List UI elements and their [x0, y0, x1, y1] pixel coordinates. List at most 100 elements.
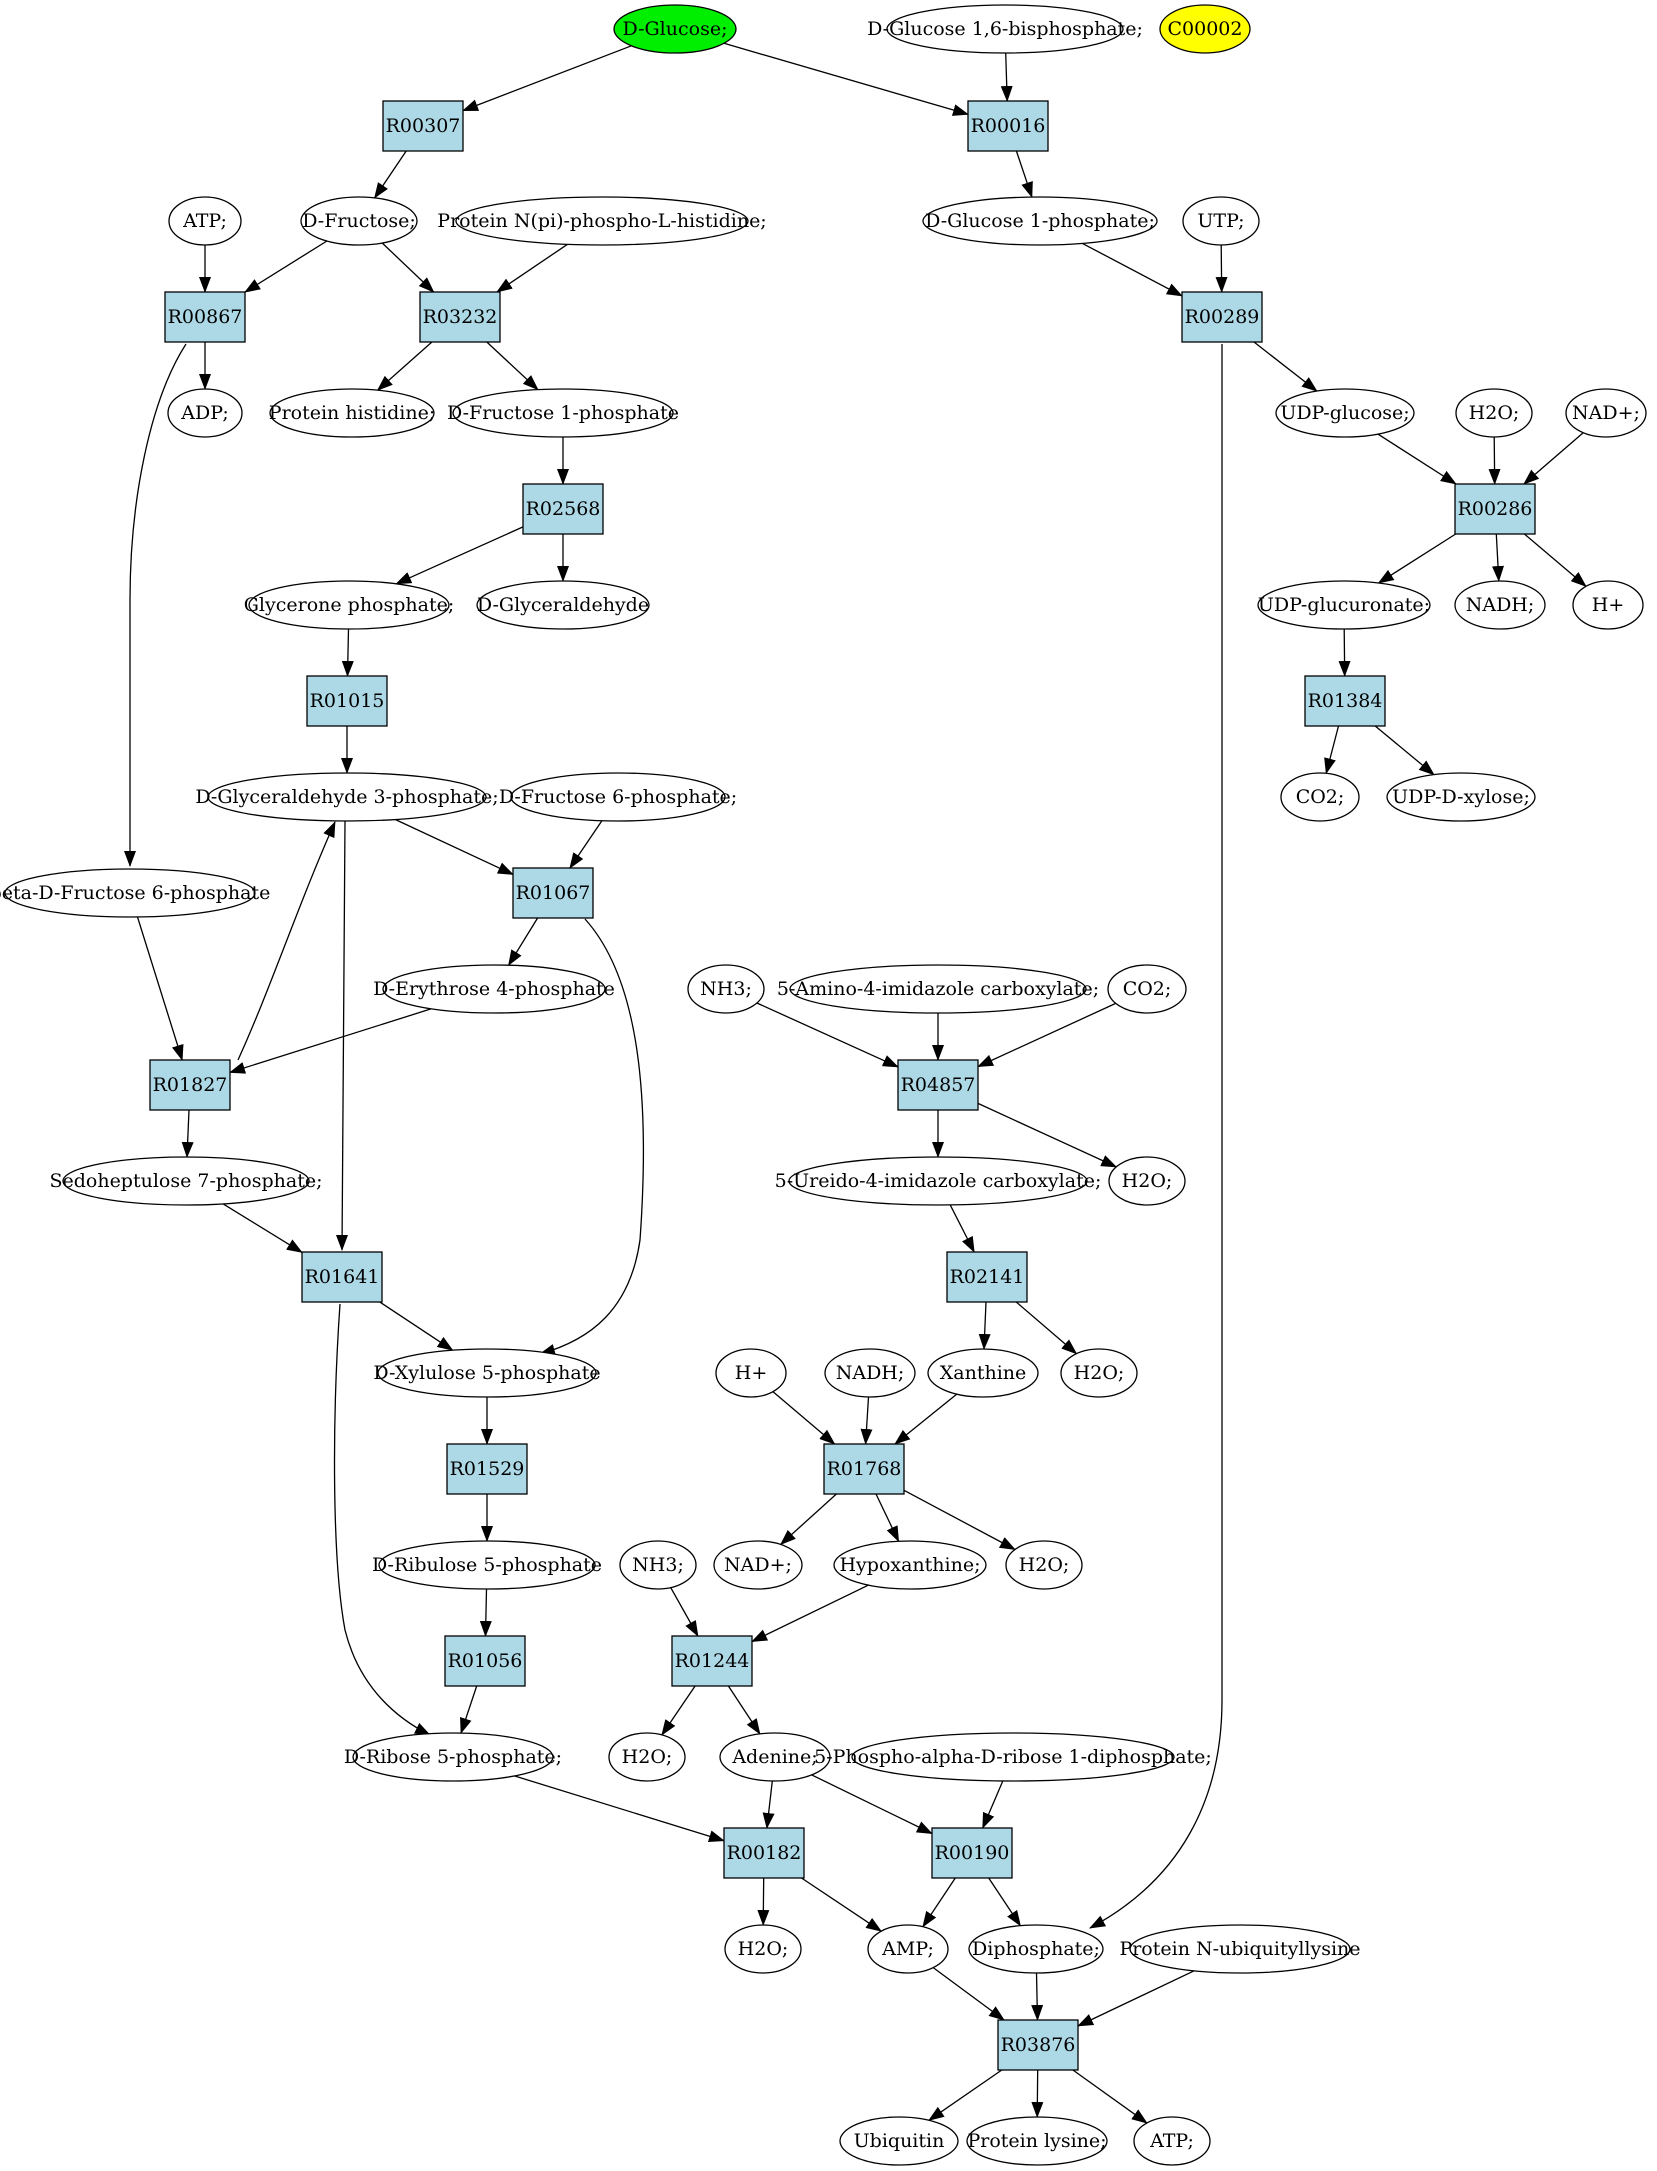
- reaction-node-r01827[interactable]: R01827: [149, 1059, 231, 1111]
- compound-node-ppi[interactable]: Diphosphate;: [968, 1924, 1104, 1974]
- compound-node-h2o_c[interactable]: H2O;: [1060, 1348, 1138, 1398]
- compound-node-h2o_e[interactable]: H2O;: [608, 1732, 686, 1782]
- edge-r00289-to-ppi: [1089, 344, 1223, 1929]
- compound-node-g3p[interactable]: D-Glyceraldehyde 3-phosphate;: [195, 772, 499, 822]
- compound-node-dglya[interactable]: D-Glyceraldehyde: [476, 580, 650, 630]
- compound-node-nadh_a[interactable]: NADH;: [1454, 580, 1546, 630]
- reaction-node-r01244[interactable]: R01244: [671, 1635, 753, 1687]
- compound-node-xan[interactable]: Xanthine: [927, 1348, 1039, 1398]
- edge-r00182-to-h2o_f: [757, 1877, 770, 1926]
- compound-node-nadh_b[interactable]: NADH;: [824, 1348, 916, 1398]
- compound-node-h2o_f[interactable]: H2O;: [724, 1924, 802, 1974]
- compound-node-ru5p[interactable]: D-Ribulose 5-phosphate: [372, 1540, 602, 1590]
- compound-node-h2o_b[interactable]: H2O;: [1108, 1156, 1186, 1206]
- compound-node-ade[interactable]: Adenine;: [719, 1732, 831, 1782]
- reaction-node-r01384[interactable]: R01384: [1304, 675, 1386, 727]
- reaction-node-r00190[interactable]: R00190: [931, 1827, 1013, 1879]
- compound-ellipse: [1257, 580, 1431, 630]
- compound-node-bf6p[interactable]: beta-D-Fructose 6-phosphate: [0, 868, 270, 918]
- compound-node-hp_b[interactable]: H+: [715, 1348, 787, 1398]
- compound-node-atp2[interactable]: ATP;: [1133, 2116, 1211, 2166]
- reaction-box: [967, 100, 1049, 152]
- edge-nadh_b-to-r01768: [860, 1396, 873, 1445]
- node-label: Hypoxanthine;: [839, 1554, 980, 1576]
- reaction-node-r02141[interactable]: R02141: [946, 1251, 1028, 1303]
- edge-udpglc-to-r00286: [1377, 433, 1457, 485]
- compound-node-aica[interactable]: 5-Amino-4-imidazole carboxylate;: [777, 964, 1099, 1014]
- compound-node-pnub[interactable]: Protein N-ubiquityllysine: [1119, 1924, 1361, 1974]
- reaction-node-r00182[interactable]: R00182: [723, 1827, 805, 1879]
- compound-node-prpp[interactable]: 5-Phospho-alpha-D-ribose 1-diphosphate;: [814, 1732, 1212, 1782]
- compound-node-utp[interactable]: UTP;: [1182, 196, 1260, 246]
- edge-r00286-to-udpgca: [1377, 533, 1457, 584]
- compound-node-ubq[interactable]: Ubiquitin: [839, 2116, 959, 2166]
- node-label: R04857: [901, 1074, 976, 1096]
- compound-node-uica[interactable]: 5-Ureido-4-imidazole carboxylate;: [775, 1156, 1102, 1206]
- compound-node-glyp[interactable]: Glycerone phosphate;: [244, 580, 455, 630]
- compound-node-c00002[interactable]: C00002: [1159, 4, 1251, 54]
- reaction-node-r04857[interactable]: R04857: [897, 1059, 979, 1111]
- compound-node-nh3_a[interactable]: NH3;: [687, 964, 765, 1014]
- compound-node-nh3_b[interactable]: NH3;: [619, 1540, 697, 1590]
- compound-node-co2_a[interactable]: CO2;: [1280, 772, 1360, 822]
- node-label: Protein lysine;: [967, 2130, 1106, 2152]
- compound-node-glc[interactable]: D-Glucose;: [613, 4, 737, 54]
- compound-node-phis[interactable]: Protein histidine;: [269, 388, 435, 438]
- node-label: Protein histidine;: [269, 402, 435, 424]
- node-label: Xanthine: [940, 1362, 1027, 1384]
- compound-node-s7p[interactable]: Sedoheptulose 7-phosphate;: [49, 1156, 323, 1206]
- compound-node-pnhis[interactable]: Protein N(pi)-phospho-L-histidine;: [437, 196, 767, 246]
- compound-node-udpglc[interactable]: UDP-glucose;: [1275, 388, 1415, 438]
- compound-node-hyp[interactable]: Hypoxanthine;: [833, 1540, 987, 1590]
- node-label: R01641: [305, 1266, 380, 1288]
- compound-node-f6p[interactable]: D-Fructose 6-phosphate;: [499, 772, 737, 822]
- reaction-node-r00289[interactable]: R00289: [1181, 291, 1263, 343]
- compound-node-nadp_b[interactable]: NAD+;: [713, 1540, 803, 1590]
- compound-node-plys[interactable]: Protein lysine;: [966, 2116, 1108, 2166]
- node-label: R00182: [727, 1842, 802, 1864]
- compound-ellipse: [168, 196, 242, 246]
- compound-node-atp1[interactable]: ATP;: [168, 196, 242, 246]
- reaction-node-r02568[interactable]: R02568: [522, 483, 604, 535]
- compound-ellipse: [455, 196, 749, 246]
- compound-node-fru1p[interactable]: D-Fructose 1-phosphate: [447, 388, 679, 438]
- edge-xan-to-r01768: [894, 1393, 958, 1445]
- node-label: R00867: [168, 306, 243, 328]
- compound-node-fru[interactable]: D-Fructose;: [300, 196, 418, 246]
- compound-node-r5p[interactable]: D-Ribose 5-phosphate;: [344, 1732, 562, 1782]
- edge-r01641-to-r5p: [333, 1303, 431, 1736]
- compound-node-glc1p[interactable]: D-Glucose 1-phosphate;: [922, 196, 1158, 246]
- compound-node-glc16bp[interactable]: D-Glucose 1,6-bisphosphate;: [867, 4, 1143, 54]
- node-label: R01827: [153, 1074, 228, 1096]
- node-label: Protein N-ubiquityllysine: [1119, 1938, 1360, 1960]
- reaction-node-r00286[interactable]: R00286: [1454, 483, 1536, 535]
- compound-node-h2o_d[interactable]: H2O;: [1005, 1540, 1083, 1590]
- reaction-node-r03876[interactable]: R03876: [997, 2019, 1079, 2071]
- reaction-node-r00016[interactable]: R00016: [967, 100, 1049, 152]
- node-label: R01015: [310, 690, 385, 712]
- compound-node-e4p[interactable]: D-Erythrose 4-phosphate: [373, 964, 615, 1014]
- compound-node-nadp_a[interactable]: NAD+;: [1565, 388, 1647, 438]
- compound-node-udpgca[interactable]: UDP-glucuronate;: [1257, 580, 1431, 630]
- reaction-node-r00867[interactable]: R00867: [164, 291, 246, 343]
- edge-ade-to-r00190: [811, 1774, 933, 1835]
- compound-node-x5p[interactable]: D-Xylulose 5-phosphate: [373, 1348, 601, 1398]
- reaction-node-r00307[interactable]: R00307: [382, 100, 464, 152]
- edge-r01768-to-h2o_d: [903, 1489, 1016, 1551]
- reaction-node-r01056[interactable]: R01056: [444, 1635, 526, 1687]
- node-label: Sedoheptulose 7-phosphate;: [49, 1170, 322, 1192]
- compound-node-udpxyl[interactable]: UDP-D-xylose;: [1386, 772, 1536, 822]
- compound-ellipse: [968, 1924, 1104, 1974]
- compound-node-amp[interactable]: AMP;: [867, 1924, 949, 1974]
- reaction-node-r01768[interactable]: R01768: [823, 1443, 905, 1495]
- node-label: Ubiquitin: [854, 2130, 945, 2152]
- reaction-node-r01015[interactable]: R01015: [306, 675, 388, 727]
- compound-node-h2o_a[interactable]: H2O;: [1455, 388, 1533, 438]
- compound-node-hp_a[interactable]: H+: [1572, 580, 1644, 630]
- reaction-node-r01529[interactable]: R01529: [446, 1443, 528, 1495]
- reaction-node-r01067[interactable]: R01067: [512, 867, 594, 919]
- reaction-node-r03232[interactable]: R03232: [419, 291, 501, 343]
- compound-node-co2_b[interactable]: CO2;: [1107, 964, 1187, 1014]
- compound-node-adp[interactable]: ADP;: [167, 388, 243, 438]
- reaction-node-r01641[interactable]: R01641: [301, 1251, 383, 1303]
